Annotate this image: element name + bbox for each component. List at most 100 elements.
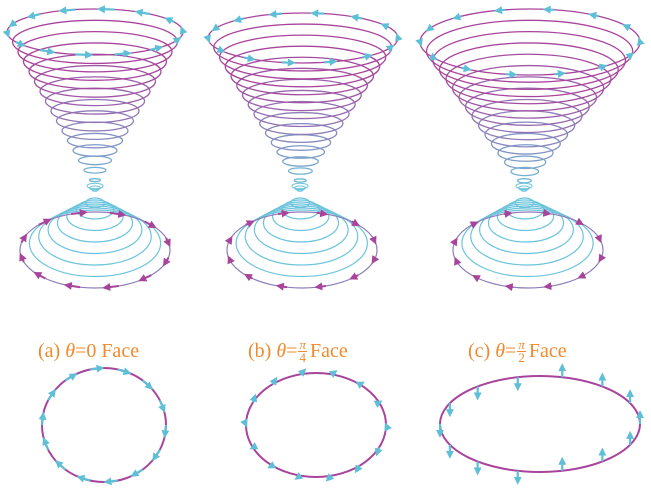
cone-ring [213, 23, 393, 72]
bottom-rim-arrow [144, 220, 157, 229]
cone-ring [432, 30, 627, 91]
top-rim-arrow [380, 23, 390, 31]
top-rim-arrow [39, 47, 56, 56]
cone-ring [259, 111, 344, 136]
lower-cone-ring [496, 201, 555, 232]
cone-ring [39, 76, 151, 107]
top-rim-arrow [211, 23, 221, 32]
bottom-rim-arrow [371, 255, 380, 264]
face-arrow [269, 376, 278, 386]
bottom-rim-arrow [19, 233, 27, 243]
cone-ring [88, 178, 102, 183]
apex-ring [515, 182, 533, 190]
caption-a-theta: θ [65, 339, 76, 362]
bottom-rim-arrow [449, 237, 458, 247]
lower-cone-ring [461, 209, 594, 278]
face-arrow [325, 473, 335, 482]
caption-a-face: Face [101, 339, 140, 362]
top-rim-arrow [350, 13, 363, 22]
cone-ring [77, 155, 113, 166]
top-rim-arrow [203, 34, 211, 44]
caption-c-label: (c) [468, 339, 491, 362]
bottom-rim-arrow [275, 282, 288, 291]
top-rim-arrow [15, 39, 26, 47]
bottom-rim-arrow [369, 235, 377, 245]
top-rim-arrow [494, 6, 506, 15]
face-arrow [117, 367, 132, 376]
cone-ring [11, 19, 179, 65]
top-rim-arrow [428, 52, 438, 60]
face-arrow [130, 468, 144, 477]
top-rim-arrow [385, 44, 395, 53]
bottom-rim-arrow [245, 220, 255, 228]
bottom-rim-arrow [19, 252, 27, 263]
lower-cone-ring [479, 205, 574, 255]
top-rim-arrow [2, 29, 11, 39]
top-rim-arrow [75, 50, 94, 59]
cone-ring [503, 155, 547, 170]
top-rim-arrow [216, 45, 226, 53]
cone-ring [458, 76, 598, 119]
cone-ring [264, 122, 338, 144]
face-ellipse [439, 375, 641, 473]
face-arrow [374, 447, 383, 457]
face-arrow [158, 399, 166, 413]
lower-cone-ring [262, 203, 340, 243]
caption-b-label: (b) [248, 339, 272, 362]
face-arrow [42, 437, 50, 451]
caption-a: (a) θ = 0 Face [38, 336, 139, 366]
caption-b-equals: = [286, 339, 298, 362]
bottom-rim-arrow [314, 282, 326, 291]
lower-cone-ring [47, 205, 143, 255]
cone-ring [83, 166, 107, 174]
cone-ring [497, 144, 554, 162]
bottom-rim-arrow [71, 209, 88, 217]
cone-ring [293, 178, 307, 183]
face-arrow [152, 449, 161, 462]
face-arrow [328, 370, 338, 378]
cone-ring [55, 110, 135, 132]
caption-b-theta: θ [276, 339, 287, 362]
top-rim-arrow [622, 24, 632, 32]
cone-ring [33, 64, 157, 98]
caption-b-fraction: π 4 [298, 338, 307, 364]
bottom-rim-arrow [109, 210, 127, 219]
face-arrow [90, 364, 105, 373]
face-arrow [294, 472, 304, 480]
bottom-rim-arrow [227, 255, 235, 265]
face-arrow [47, 388, 56, 401]
caption-c-numerator: π [517, 336, 526, 352]
bottom-rim-arrow [469, 221, 479, 229]
bottom-rim-arrow [316, 209, 329, 218]
cone-ring [445, 53, 612, 105]
cone-ring [425, 19, 634, 83]
bottom-rim-arrow [504, 209, 513, 218]
caption-a-label: (a) [38, 339, 61, 362]
top-rim-arrow [114, 49, 132, 58]
top-rim-arrow [149, 44, 164, 53]
bottom-rim-arrow [454, 256, 462, 266]
bottom-rim-arrow [163, 257, 171, 267]
face-arrow [76, 474, 91, 483]
bottom-rim-arrow [504, 283, 514, 292]
top-rim-arrow [361, 52, 373, 61]
top-rim-arrow [172, 36, 182, 45]
top-rim-arrow [425, 23, 435, 32]
bottom-rim-arrow [472, 275, 481, 283]
cone-ring [484, 121, 569, 148]
lower-cone-ring [452, 211, 604, 289]
top-rim-arrow [268, 10, 282, 19]
face-arrow [161, 424, 170, 439]
top-rim-arrow [58, 6, 76, 15]
bottom-rim-arrow [33, 271, 46, 280]
face-arrow [355, 381, 365, 389]
face-arrow [54, 460, 67, 471]
face-arrow [64, 373, 78, 382]
cone-ring [230, 56, 375, 96]
apex-ring [291, 182, 309, 190]
top-rim-arrow [8, 19, 18, 28]
top-rim-arrow [598, 63, 608, 72]
lower-cone-ring [253, 205, 349, 255]
cone-ring [22, 42, 168, 81]
